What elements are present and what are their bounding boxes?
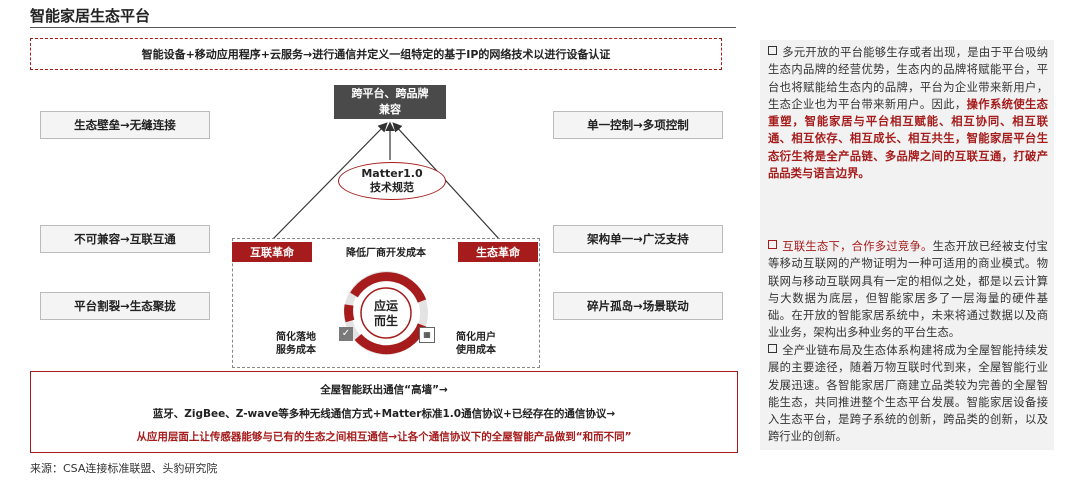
definition-banner: 智能设备+移动应用程序+云服务→进行通信并定义一组特定的基于IP的网络技术以进行… <box>30 38 722 70</box>
cycle-left-line-1: 简化落地 <box>276 332 316 343</box>
cycle-center-line-1: 应运 <box>373 299 398 313</box>
summary-line-3: 从应用层面上让传感器能够与已有的生态之间相互通信→让各个通信协议下的全屋智能产品… <box>136 431 632 443</box>
matter-line-2: 技术规范 <box>370 181 414 194</box>
tag-ecosystem-revolution: 生态革命 <box>458 242 538 262</box>
feature-left-1: 生态壁垒→无缝连接 <box>40 111 210 139</box>
chip-icon: ▦ <box>419 327 435 343</box>
matter-line-1: Matter1.0 <box>361 167 423 180</box>
matter-spec-ellipse: Matter1.0 技术规范 <box>338 162 446 200</box>
cycle-right-label: 简化用户 使用成本 <box>441 331 511 357</box>
feature-right-2: 架构单一→广泛支持 <box>553 225 723 253</box>
summary-line-2: 蓝牙、ZigBee、Z-wave等多种无线通信方式+Matter标准1.0通信协… <box>152 408 616 420</box>
feature-left-3: 平台割裂→生态聚拢 <box>40 292 210 320</box>
summary-box: 全屋智能跃出通信“高墙”→ 蓝牙、ZigBee、Z-wave等多种无线通信方式+… <box>30 371 738 453</box>
check-icon: ✓ <box>339 327 353 341</box>
square-bullet-icon <box>768 344 777 353</box>
arrow-left-to-top <box>271 122 388 241</box>
paragraph-2-lead: 互联生态下，合作多过竞争。 <box>782 240 933 253</box>
summary-line-1: 全屋智能跃出通信“高墙”→ <box>320 384 448 396</box>
feature-right-1: 单一控制→多项控制 <box>553 111 723 139</box>
cycle-right-line-1: 简化用户 <box>456 332 496 343</box>
compatibility-line-2: 兼容 <box>379 103 401 116</box>
analysis-panel: 多元开放的平台能够生存或者出现，是由于平台吸纳生态内品牌的经营优势，生态内的品牌… <box>760 40 1054 450</box>
analysis-paragraph-1: 多元开放的平台能够生存或者出现，是由于平台吸纳生态内品牌的经营优势，生态内的品牌… <box>768 44 1048 182</box>
square-bullet-icon <box>768 240 777 249</box>
paragraph-1-highlight: 操作系统使生态重塑，智能家居与平台相互赋能、相互协同、相互联通、相互依存、相互成… <box>768 97 1048 181</box>
cycle-left-line-2: 服务成本 <box>276 345 316 356</box>
feature-left-2: 不可兼容→互联互通 <box>40 225 210 253</box>
title-divider <box>30 27 736 28</box>
paragraph-2-text: 生态开放已经被支付宝等移动互联网的产物证明为一种可适用的商业模式。物联网与移动互… <box>768 240 1048 340</box>
analysis-paragraph-2: 互联生态下，合作多过竞争。生态开放已经被支付宝等移动互联网的产物证明为一种可适用… <box>768 238 1048 342</box>
arrow-right-to-top <box>392 122 501 241</box>
cycle-ring <box>344 271 428 355</box>
cycle-left-label: 简化落地 服务成本 <box>261 331 331 357</box>
compatibility-line-1: 跨平台、跨品牌 <box>351 87 429 100</box>
page-title: 智能家居生态平台 <box>30 7 151 25</box>
source-note: 来源：CSA连接标准联盟、头豹研究院 <box>30 462 218 475</box>
analysis-paragraph-3: 全产业链布局及生态体系构建将成为全屋智能持续发展的主要途径，随着万物互联时代到来… <box>768 342 1048 446</box>
cycle-center-line-2: 而生 <box>373 314 398 328</box>
cycle-right-line-2: 使用成本 <box>456 345 496 356</box>
paragraph-1-text: 多元开放的平台能够生存或者出现，是由于平台吸纳生态内品牌的经营优势，生态内的品牌… <box>768 46 1048 111</box>
cycle-top-label: 降低厂商开发成本 <box>346 248 426 259</box>
paragraph-3-text: 全产业链布局及生态体系构建将成为全屋智能持续发展的主要途径，随着万物互联时代到来… <box>768 344 1048 444</box>
compatibility-box: 跨平台、跨品牌 兼容 <box>334 85 446 119</box>
cycle-center-label: 应运 而生 <box>361 299 411 329</box>
square-bullet-icon <box>768 46 777 55</box>
feature-right-3: 碎片孤岛→场景联动 <box>553 292 723 320</box>
tag-interconnect-revolution: 互联革命 <box>232 242 312 262</box>
